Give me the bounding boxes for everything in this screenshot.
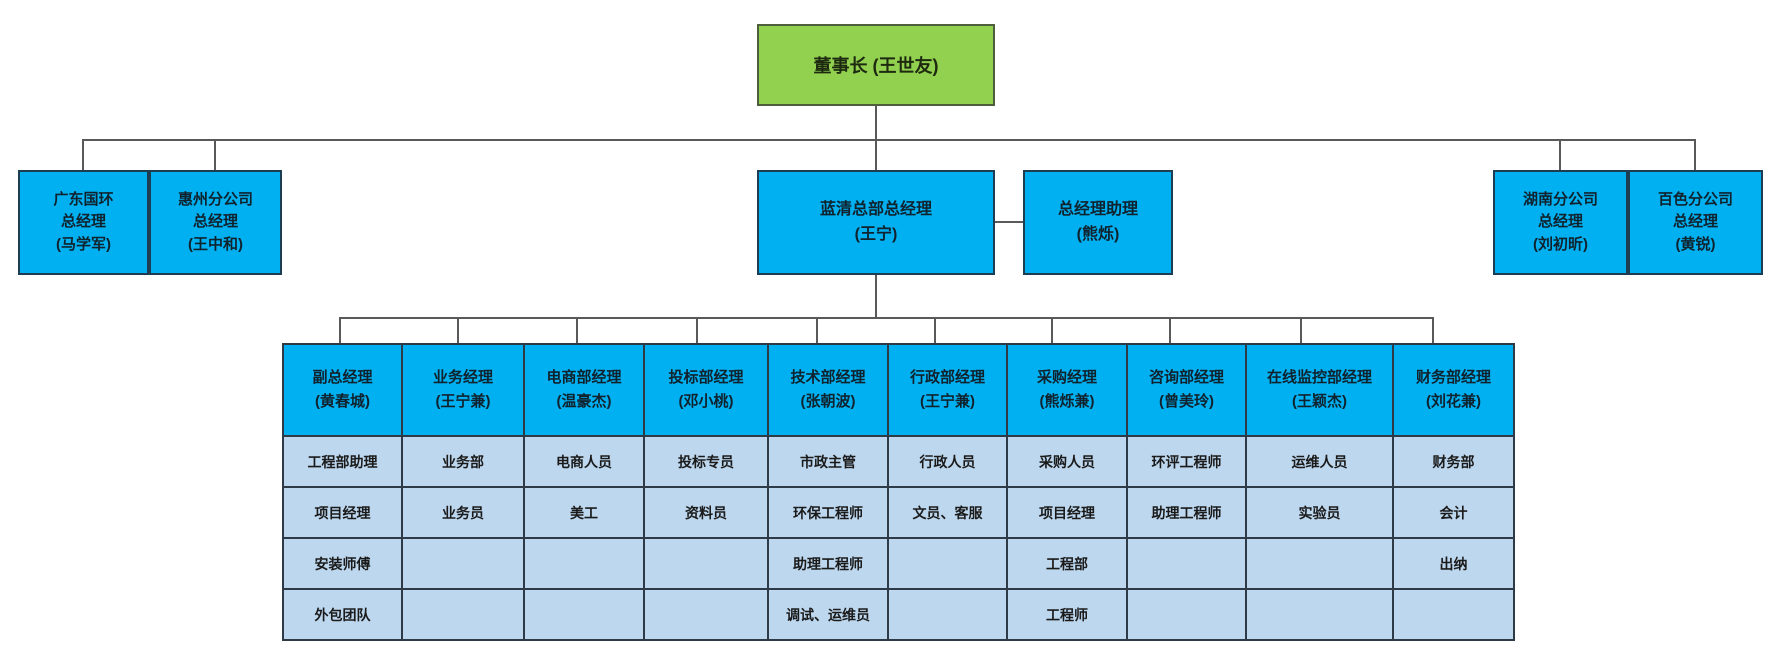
dept-cell [889, 539, 1006, 588]
connector-lanqing-riser [875, 275, 877, 317]
dept-head-procurement-mgr: 采购经理 (熊烁兼) [1008, 345, 1126, 435]
dept-cell: 环保工程师 [769, 488, 887, 537]
dept-cell [525, 539, 643, 588]
dept-cell: 外包团队 [284, 590, 401, 639]
dept-cell [645, 590, 767, 639]
dept-cell: 环评工程师 [1128, 437, 1245, 486]
dept-cell: 工程部 [1008, 539, 1126, 588]
dept-cell: 工程师 [1008, 590, 1126, 639]
connector-drop-col6 [934, 317, 936, 343]
dept-cell: 电商人员 [525, 437, 643, 486]
connector-drop-col10 [1432, 317, 1434, 343]
dept-cell: 项目经理 [284, 488, 401, 537]
connector-drop-col3 [576, 317, 578, 343]
dept-cell [1128, 539, 1245, 588]
connector-drop-baise [1694, 139, 1696, 170]
connector-level3-bar [340, 317, 1434, 319]
connector-drop-col8 [1169, 317, 1171, 343]
node-hunan-branch-gm: 湖南分公司 总经理 (刘初昕) [1493, 170, 1628, 275]
dept-cell: 助理工程师 [769, 539, 887, 588]
dept-cell: 行政人员 [889, 437, 1006, 486]
connector-drop-col4 [696, 317, 698, 343]
connector-drop-gdgh [82, 139, 84, 170]
dept-cell: 美工 [525, 488, 643, 537]
connector-drop-hunan [1559, 139, 1561, 170]
dept-head-bidding-mgr: 投标部经理 (邓小桃) [645, 345, 767, 435]
node-chairman: 董事长 (王世友) [757, 24, 995, 106]
dept-cell: 投标专员 [645, 437, 767, 486]
dept-cell: 调试、运维员 [769, 590, 887, 639]
dept-cell [1247, 539, 1392, 588]
department-table: 副总经理 (黄春城) 工程部助理 项目经理 安装师傅 外包团队 业务经理 (王宁… [282, 343, 1515, 641]
connector-drop-huizhou [214, 139, 216, 170]
dept-cell [403, 590, 523, 639]
dept-cell: 业务部 [403, 437, 523, 486]
dept-cell [525, 590, 643, 639]
node-huizhou-branch-gm: 惠州分公司 总经理 (王中和) [149, 170, 282, 275]
dept-cell: 项目经理 [1008, 488, 1126, 537]
dept-head-technical-mgr: 技术部经理 (张朝波) [769, 345, 887, 435]
dept-cell: 采购人员 [1008, 437, 1126, 486]
connector-assistant-link [995, 221, 1023, 223]
dept-cell [889, 590, 1006, 639]
dept-cell: 财务部 [1394, 437, 1513, 486]
dept-head-ecommerce-mgr: 电商部经理 (温豪杰) [525, 345, 643, 435]
dept-cell: 会计 [1394, 488, 1513, 537]
dept-head-finance-mgr: 财务部经理 (刘花兼) [1394, 345, 1513, 435]
node-lanqing-hq-gm: 蓝清总部总经理 (王宁) [757, 170, 995, 275]
connector-drop-col7 [1051, 317, 1053, 343]
dept-cell: 出纳 [1394, 539, 1513, 588]
dept-cell: 文员、客服 [889, 488, 1006, 537]
dept-head-admin-mgr: 行政部经理 (王宁兼) [889, 345, 1006, 435]
dept-cell [1128, 590, 1245, 639]
dept-head-consulting-mgr: 咨询部经理 (曾美玲) [1128, 345, 1245, 435]
dept-cell: 实验员 [1247, 488, 1392, 537]
node-baise-branch-gm: 百色分公司 总经理 (黄锐) [1628, 170, 1763, 275]
dept-cell: 市政主管 [769, 437, 887, 486]
dept-cell: 工程部助理 [284, 437, 401, 486]
dept-cell [403, 539, 523, 588]
connector-drop-col9 [1300, 317, 1302, 343]
node-gm-assistant: 总经理助理 (熊烁) [1023, 170, 1173, 275]
dept-head-business-mgr: 业务经理 (王宁兼) [403, 345, 523, 435]
node-guangdong-guohuan-gm: 广东国环 总经理 (马学军) [18, 170, 149, 275]
dept-head-deputy-gm: 副总经理 (黄春城) [284, 345, 401, 435]
dept-cell [1247, 590, 1392, 639]
connector-root-drop [875, 106, 877, 170]
connector-level2-bar [83, 139, 1696, 141]
connector-drop-col1 [339, 317, 341, 343]
dept-cell [1394, 590, 1513, 639]
dept-cell: 业务员 [403, 488, 523, 537]
dept-cell: 运维人员 [1247, 437, 1392, 486]
connector-drop-col2 [457, 317, 459, 343]
connector-drop-col5 [816, 317, 818, 343]
dept-head-online-monitoring-mgr: 在线监控部经理 (王颖杰) [1247, 345, 1392, 435]
dept-cell: 安装师傅 [284, 539, 401, 588]
dept-cell: 资料员 [645, 488, 767, 537]
dept-cell: 助理工程师 [1128, 488, 1245, 537]
dept-cell [645, 539, 767, 588]
